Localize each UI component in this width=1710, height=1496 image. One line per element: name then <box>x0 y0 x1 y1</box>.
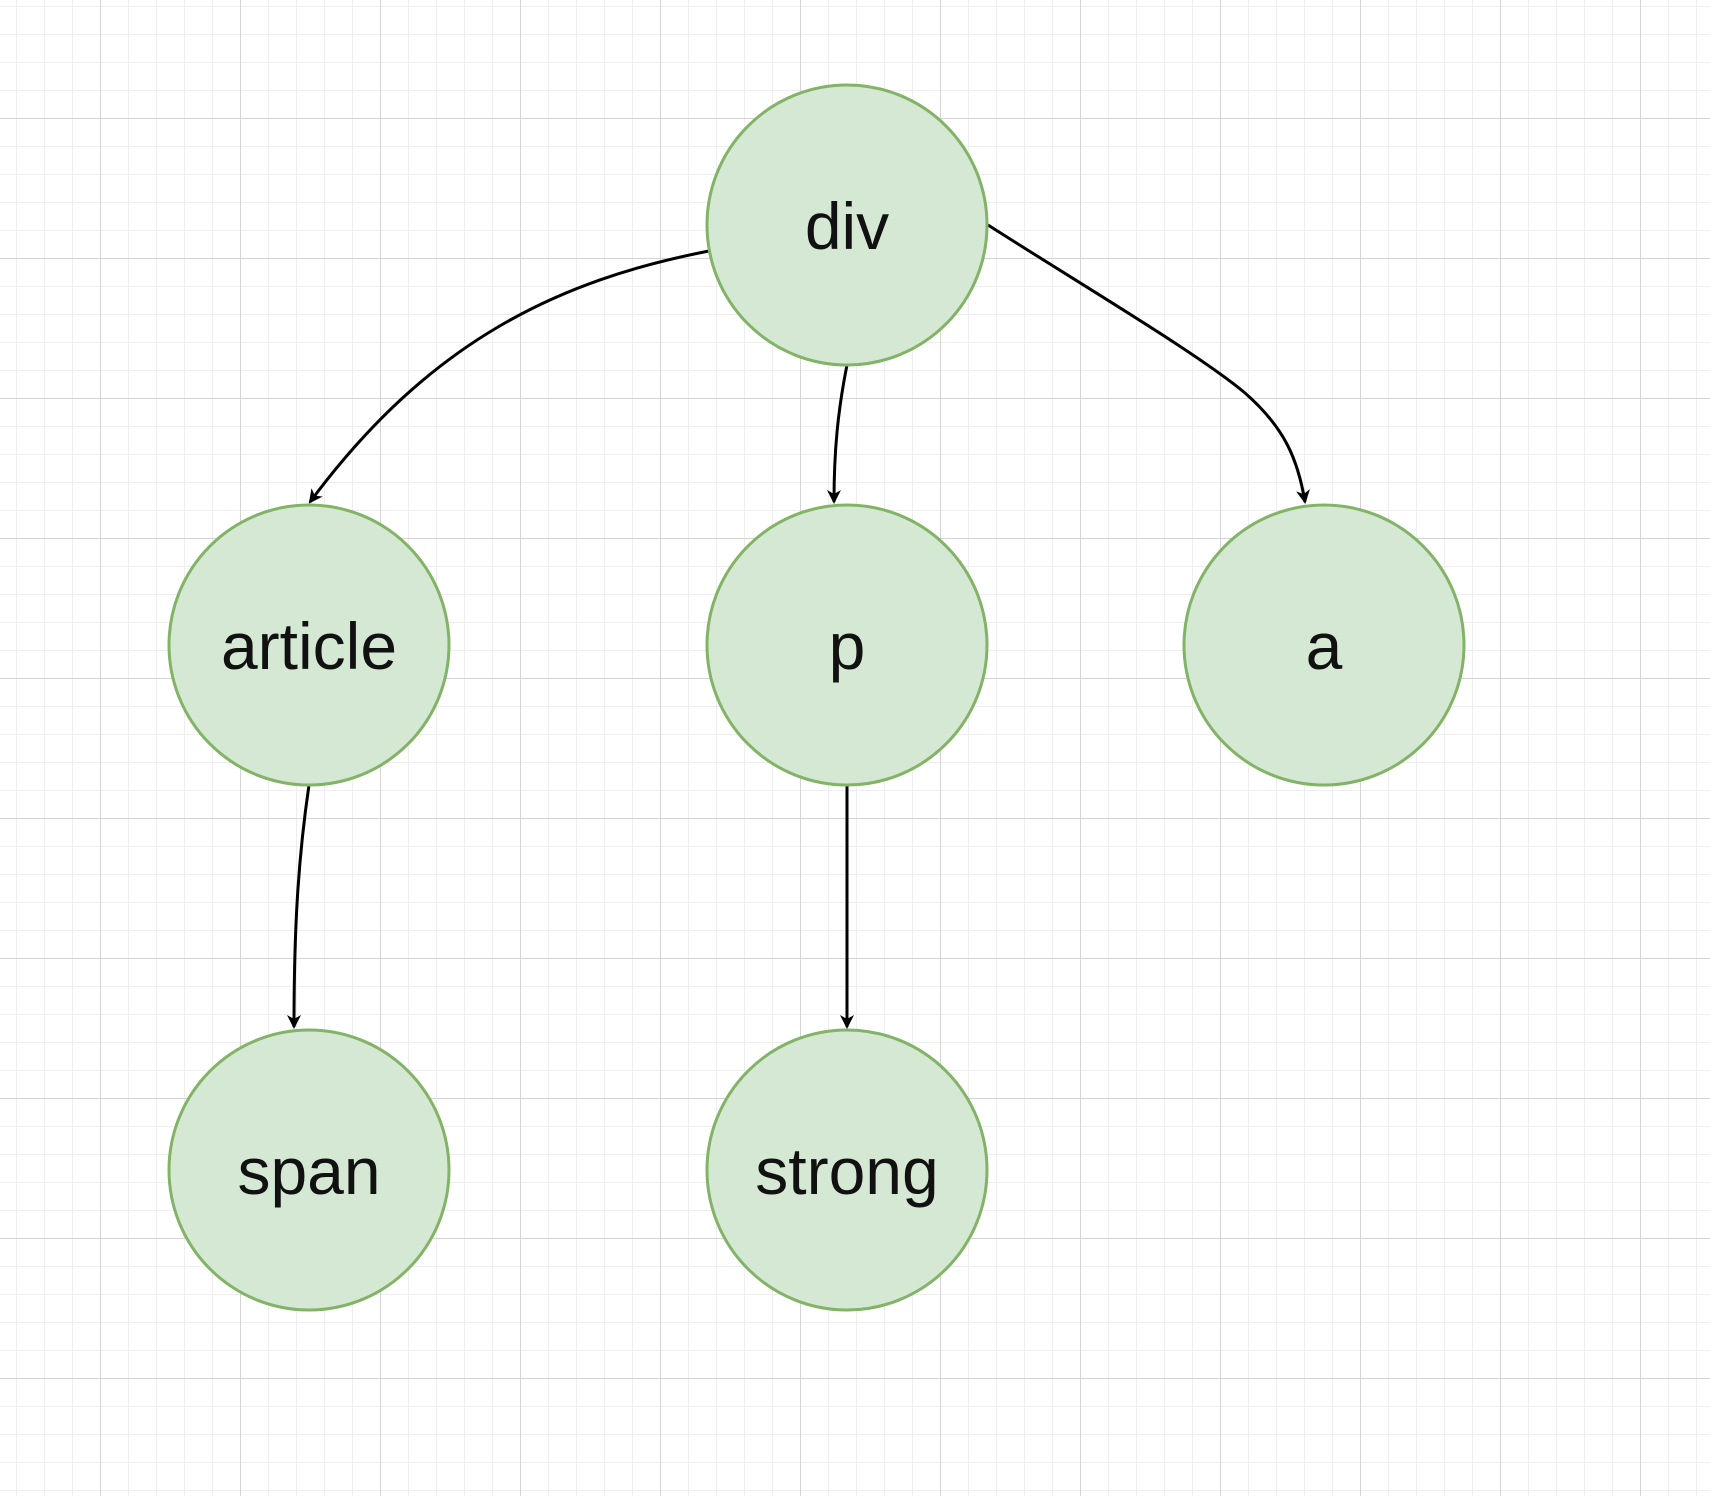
node-article-circle <box>167 503 451 787</box>
node-div-circle <box>705 83 989 367</box>
node-p-circle <box>705 503 989 787</box>
edges-group <box>287 223 1310 1029</box>
node-span-label: span <box>237 1134 380 1208</box>
node-article-label: article <box>221 609 397 683</box>
edge-article-span <box>287 784 311 1029</box>
node-strong: strong <box>705 1028 989 1312</box>
node-span-circle <box>167 1028 451 1312</box>
node-p: p <box>705 503 989 787</box>
node-strong-circle <box>705 1028 989 1312</box>
node-div: div <box>705 83 989 367</box>
node-a: a <box>1182 503 1466 787</box>
node-p-label: p <box>829 609 866 683</box>
node-div-label: div <box>805 189 889 263</box>
edge-div-article <box>308 249 710 504</box>
node-span: span <box>167 1028 451 1312</box>
edge-div-a <box>987 223 1310 504</box>
node-a-label: a <box>1306 609 1343 683</box>
node-article: article <box>167 503 451 787</box>
node-a-circle <box>1182 503 1466 787</box>
edge-div-p <box>827 364 849 504</box>
node-strong-label: strong <box>755 1134 938 1208</box>
